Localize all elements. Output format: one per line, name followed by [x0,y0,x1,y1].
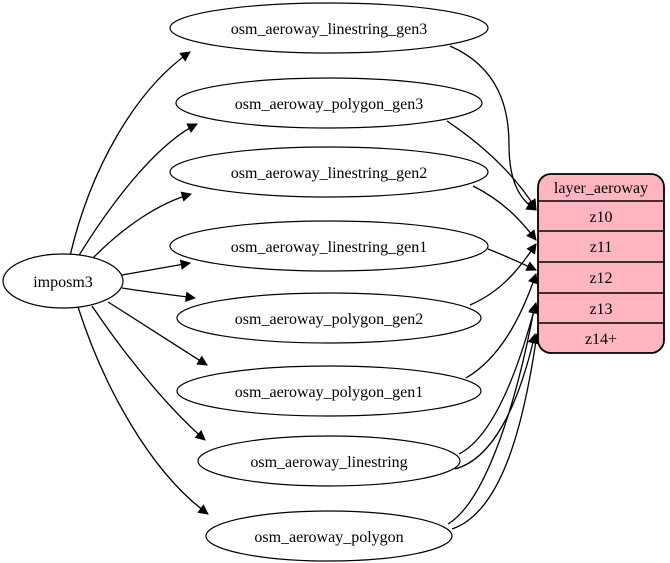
edge-linestring-to-z14 [454,332,538,470]
layer-record-title: layer_aeroway [554,180,648,197]
edges-from-source [69,51,209,515]
table-node-ellipse [175,77,483,129]
edge-polygon-gen2-to-z11 [469,243,537,306]
table-node-ellipse [169,2,489,54]
edge-linestring-to-z13 [458,301,539,455]
table-node-label: osm_aeroway_polygon_gen3 [235,96,423,113]
source-node-imposm3: imposm3 [2,253,124,309]
table-node-linestring-gen1: osm_aeroway_linestring_gen1 [169,220,489,272]
table-node-ellipse [169,146,489,198]
table-node-label: osm_aeroway_linestring [250,454,407,471]
table-node-polygon-gen2: osm_aeroway_polygon_gen2 [176,292,482,344]
edge-imposm3-to-linestring-gen2 [89,191,192,262]
table-node-label: osm_aeroway_linestring_gen1 [231,239,427,256]
table-node-ellipse [176,292,482,344]
table-node-label: osm_aeroway_linestring_gen2 [231,165,427,182]
table-node-ellipse [169,220,489,272]
table-node-polygon-gen1: osm_aeroway_polygon_gen1 [176,365,482,417]
table-node-polygon: osm_aeroway_polygon [205,510,453,562]
table-node-ellipse [176,365,482,417]
edge-polygon-gen1-to-z12 [465,273,538,379]
table-node-ellipse [205,510,453,562]
table-node-label: osm_aeroway_polygon_gen1 [235,384,423,401]
layer-record-node: layer_aeroway z10 z11 z12 z13 z14+ [537,173,665,354]
edge-imposm3-to-polygon [77,306,209,515]
layer-row-z10: z10 [589,209,612,226]
layer-record-body [537,173,665,354]
edge-imposm3-to-linestring-gen3 [69,51,191,257]
edge-linestring-gen1-to-z12 [487,248,537,271]
layer-row-z14: z14+ [585,331,617,348]
edge-imposm3-to-linestring-gen1 [121,259,192,276]
table-node-linestring-gen2: osm_aeroway_linestring_gen2 [169,146,489,198]
source-node-ellipse [2,253,124,309]
edge-polygon-to-z14 [451,332,541,530]
edges-to-layer [446,45,541,530]
edge-linestring-gen2-to-z11 [472,185,537,241]
edge-imposm3-to-polygon-gen3 [77,123,198,258]
table-node-label: osm_aeroway_linestring_gen3 [231,21,427,38]
layer-row-z11: z11 [590,239,613,256]
table-node-linestring: osm_aeroway_linestring [197,435,461,487]
edge-imposm3-to-polygon-gen2 [121,287,197,302]
edge-polygon-gen3-to-z10 [446,120,537,210]
table-node-polygon-gen3: osm_aeroway_polygon_gen3 [175,77,483,129]
table-node-linestring-gen3: osm_aeroway_linestring_gen3 [169,2,489,54]
table-node-label: osm_aeroway_polygon [254,529,403,546]
layer-row-z13: z13 [589,301,612,318]
layer-row-z12: z12 [589,270,612,287]
table-node-ellipse [197,435,461,487]
edge-linestring-gen3-to-z10 [449,45,537,211]
edge-imposm3-to-polygon-gen1 [107,301,208,366]
source-node-label: imposm3 [33,274,93,291]
table-node-label: osm_aeroway_polygon_gen2 [235,311,423,328]
edge-imposm3-to-linestring [91,305,206,441]
